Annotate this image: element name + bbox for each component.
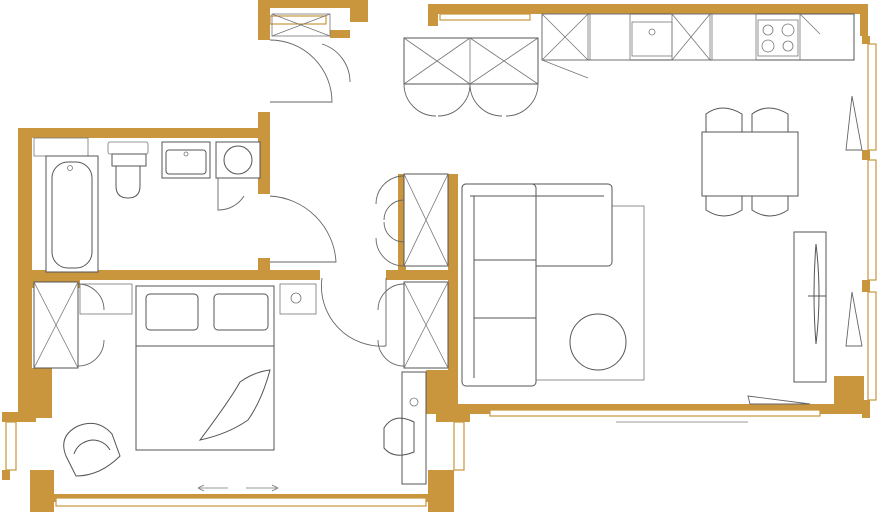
cooktop-icon [757, 19, 799, 57]
bedroom [33, 277, 449, 492]
tv-console-icon [793, 231, 827, 383]
wardrobe-icon [377, 281, 449, 369]
sofa-icon [461, 183, 613, 387]
entrance [269, 13, 351, 103]
living-room [375, 95, 863, 405]
bed-icon [135, 285, 275, 451]
dining-table-icon [701, 107, 799, 217]
armchair-icon [383, 417, 415, 456]
bathtub-icon [45, 155, 99, 273]
armchair-icon [63, 422, 121, 477]
door-swing-icon [269, 39, 333, 103]
toilet-icon [111, 153, 147, 199]
kitchen [403, 13, 855, 117]
round-rug-icon [569, 313, 627, 371]
wardrobe-icon [33, 281, 133, 369]
bathroom [33, 137, 337, 273]
wardrobe-icon [403, 37, 539, 85]
sink-icon [161, 141, 211, 179]
windows [5, 13, 877, 507]
